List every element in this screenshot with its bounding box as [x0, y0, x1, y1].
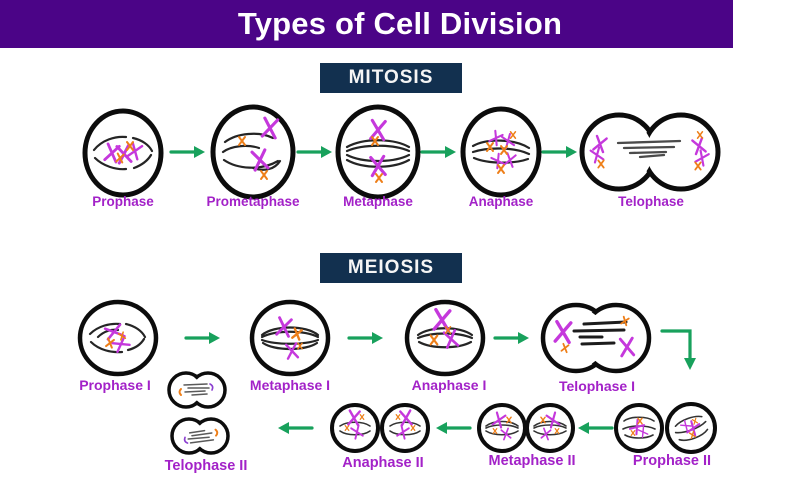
cell-prometaphase [210, 104, 296, 200]
arrow-right-icon [184, 330, 222, 346]
cell-prophase-2 [614, 402, 717, 454]
label-telophase-2: Telophase II [164, 458, 248, 474]
arrow-left-icon [276, 420, 314, 436]
label-anaphase-2: Anaphase II [342, 455, 424, 471]
cell-prophase [82, 108, 164, 198]
cell-metaphase [335, 104, 421, 200]
label-prophase-2: Prophase II [632, 453, 712, 469]
arrow-right-icon [347, 330, 385, 346]
cell-anaphase-2 [330, 403, 430, 453]
label-telophase-1: Telophase I [559, 378, 635, 394]
label-metaphase-2: Metaphase II [488, 453, 576, 469]
cell-telophase [579, 112, 721, 192]
arrow-corner-down-icon [660, 329, 696, 370]
label-prometaphase: Prometaphase [206, 194, 300, 209]
section-label-mitosis: MITOSIS [320, 63, 462, 93]
arrow-right-icon [169, 144, 207, 160]
page-title: Types of Cell Division [237, 6, 563, 41]
label-anaphase-1: Anaphase I [411, 377, 487, 393]
cell-metaphase-2 [477, 403, 575, 453]
cell-anaphase-1 [404, 299, 486, 377]
label-metaphase-1: Metaphase I [249, 377, 331, 393]
cell-anaphase [460, 106, 542, 198]
arrow-right-icon [541, 144, 579, 160]
arrow-right-icon [493, 330, 531, 346]
label-prophase-1: Prophase I [79, 377, 151, 393]
label-prophase: Prophase [92, 194, 154, 209]
label-anaphase: Anaphase [468, 194, 534, 209]
arrow-left-icon [576, 420, 614, 436]
arrow-right-icon [420, 144, 458, 160]
arrow-left-icon [434, 420, 472, 436]
label-metaphase: Metaphase [343, 194, 413, 209]
arrow-right-icon [296, 144, 334, 160]
cell-metaphase-1 [249, 299, 331, 377]
cell-prophase-1 [77, 299, 159, 377]
section-label-meiosis: MEIOSIS [320, 253, 462, 283]
header-banner [0, 0, 733, 48]
label-telophase: Telophase [618, 194, 684, 209]
cell-telophase-1 [540, 302, 652, 374]
cell-telophase-2 [167, 371, 230, 455]
